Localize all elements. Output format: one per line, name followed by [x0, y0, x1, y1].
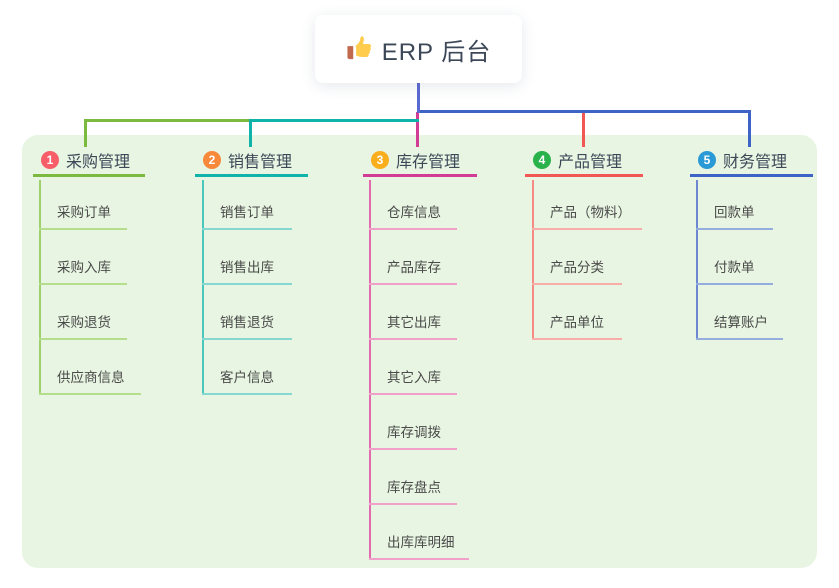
branch-badge: 2 — [203, 151, 221, 169]
node-item[interactable]: 其它入库 — [369, 359, 457, 395]
node-label: 产品库存 — [387, 260, 441, 275]
connector-branch2-bus — [249, 119, 419, 122]
node-label: 供应商信息 — [57, 370, 125, 385]
node-item[interactable]: 库存调拨 — [369, 414, 457, 450]
node-label: 付款单 — [714, 260, 755, 275]
branch-label: 销售管理 — [228, 154, 293, 171]
node-item[interactable]: 销售出库 — [202, 249, 292, 285]
node-label: 结算账户 — [714, 315, 768, 330]
branch5-subtree-line — [696, 180, 698, 340]
connector-branch4-drop — [582, 111, 585, 147]
node-label: 采购订单 — [57, 205, 111, 220]
branch4-subtree-line — [532, 180, 534, 340]
node-label: 客户信息 — [220, 370, 274, 385]
node-label: 销售订单 — [220, 205, 274, 220]
branch2-subtree-line — [202, 180, 204, 395]
root-title: ERP 后台 — [381, 38, 492, 66]
node-item[interactable]: 出库库明细 — [369, 524, 469, 560]
node-label: 出库库明细 — [387, 535, 455, 550]
connector-branch5-drop — [748, 110, 751, 147]
node-label: 采购退货 — [57, 315, 111, 330]
branch-label: 产品管理 — [558, 154, 623, 171]
node-item[interactable]: 产品单位 — [532, 304, 622, 340]
node-item[interactable]: 产品库存 — [369, 249, 457, 285]
node-item[interactable]: 采购退货 — [39, 304, 127, 340]
root-node[interactable]: ERP 后台 — [315, 15, 522, 83]
node-label: 仓库信息 — [387, 205, 441, 220]
branches-panel — [22, 135, 817, 568]
branch-header-sales[interactable]: 2 销售管理 — [195, 146, 308, 177]
node-item[interactable]: 销售订单 — [202, 194, 292, 230]
branch-label: 财务管理 — [723, 154, 788, 171]
connector-branch5-bus — [417, 110, 751, 113]
connector-branch1-drop — [84, 119, 87, 147]
node-item[interactable]: 产品分类 — [532, 249, 622, 285]
node-label: 产品分类 — [550, 260, 604, 275]
branch-badge: 4 — [533, 151, 551, 169]
node-label: 库存调拨 — [387, 425, 441, 440]
node-label: 销售退货 — [220, 315, 274, 330]
node-item[interactable]: 供应商信息 — [39, 359, 141, 395]
branch-header-product[interactable]: 4 产品管理 — [525, 146, 643, 177]
node-label: 回款单 — [714, 205, 755, 220]
node-label: 产品（物料） — [550, 205, 631, 220]
node-item[interactable]: 其它出库 — [369, 304, 457, 340]
branch-badge: 1 — [41, 151, 59, 169]
branch-header-finance[interactable]: 5 财务管理 — [690, 146, 813, 177]
branch-header-inventory[interactable]: 3 库存管理 — [363, 146, 477, 177]
node-label: 其它入库 — [387, 370, 441, 385]
node-item[interactable]: 回款单 — [696, 194, 773, 230]
node-item[interactable]: 付款单 — [696, 249, 773, 285]
node-item[interactable]: 采购订单 — [39, 194, 127, 230]
branch3-subtree-line — [369, 180, 371, 560]
connector-root-trunk — [417, 82, 420, 113]
branch-label: 采购管理 — [66, 154, 131, 171]
connector-branch3-drop — [416, 112, 419, 147]
node-item[interactable]: 采购入库 — [39, 249, 127, 285]
node-label: 其它出库 — [387, 315, 441, 330]
connector-branch2-drop — [249, 119, 252, 147]
node-label: 采购入库 — [57, 260, 111, 275]
node-item[interactable]: 仓库信息 — [369, 194, 457, 230]
node-item[interactable]: 结算账户 — [696, 304, 783, 340]
node-item[interactable]: 销售退货 — [202, 304, 292, 340]
node-item[interactable]: 库存盘点 — [369, 469, 457, 505]
node-label: 销售出库 — [220, 260, 274, 275]
branch-badge: 3 — [371, 151, 389, 169]
node-item[interactable]: 客户信息 — [202, 359, 292, 395]
node-label: 产品单位 — [550, 315, 604, 330]
branch-label: 库存管理 — [396, 154, 461, 171]
branch1-subtree-line — [39, 180, 41, 395]
branch-header-purchase[interactable]: 1 采购管理 — [33, 146, 145, 177]
node-item[interactable]: 产品（物料） — [532, 194, 642, 230]
node-label: 库存盘点 — [387, 480, 441, 495]
thumbs-up-icon — [346, 36, 372, 62]
branch-badge: 5 — [698, 151, 716, 169]
